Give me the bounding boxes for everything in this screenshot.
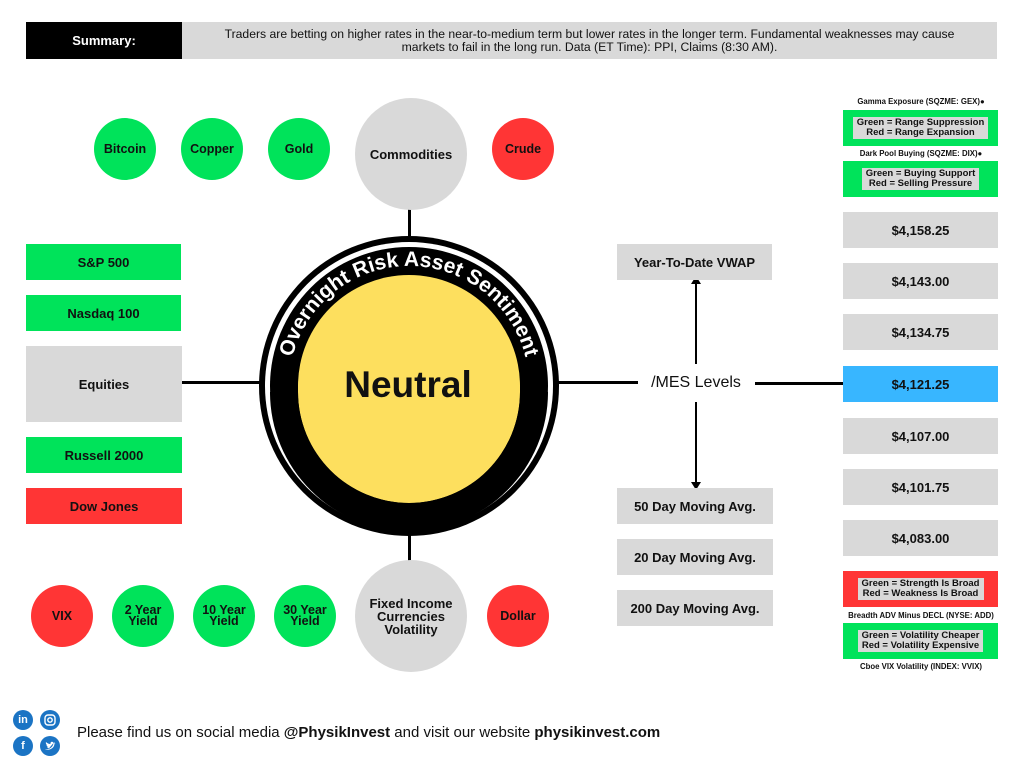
fi-10yr-yield: 10 Year Yield [193,585,255,647]
commodity-bitcoin: Bitcoin [94,118,156,180]
connector-top [408,208,411,236]
add-legend: Green = Strength Is Broad Red = Weakness… [843,571,998,607]
level-5: $4,107.00 [843,418,998,454]
instagram-icon[interactable] [40,710,60,730]
add-line-1: Green = Strength Is Broad [861,578,980,589]
ma-200-day: 200 Day Moving Avg. [617,590,773,626]
add-line-2: Red = Weakness Is Broad [862,588,979,599]
level-7: $4,083.00 [843,520,998,556]
hub-line-2: Currencies [377,608,445,624]
gex-title: Gamma Exposure (SQZME: GEX)● [857,97,985,106]
hub-line-1: Fixed Income [369,595,453,611]
vvix-line-1: Green = Volatility Cheaper [861,630,980,641]
vvix-line-2: Red = Volatility Expensive [861,640,980,651]
level-3: $4,134.75 [843,314,998,350]
commodity-gold: Gold [268,118,330,180]
connector-left [182,381,262,384]
vvix-legend: Green = Volatility Cheaper Red = Volatil… [843,623,998,659]
level-1: $4,158.25 [843,212,998,248]
website-link[interactable]: physikinvest.com [534,724,661,741]
sentiment-dial: Overnight Risk Asset Sentiment [259,236,559,536]
commodity-copper: Copper [181,118,243,180]
fi-30yr-yield: 30 Year Yield [274,585,336,647]
fi-vix: VIX [31,585,93,647]
hub-line-3: Volatility [384,621,438,637]
commodity-crude: Crude [492,118,554,180]
emoji-icon: ● [977,149,983,158]
connector-levels [755,382,843,385]
mes-levels-label: /MES Levels [638,372,754,394]
ma-20-day: 20 Day Moving Avg. [617,539,773,575]
dix-line-1: Green = Buying Support [865,168,976,179]
fixed-income-hub: Fixed Income Currencies Volatility [355,560,467,672]
gex-line-2: Red = Range Expansion [866,127,975,138]
equity-russell2000: Russell 2000 [26,437,182,473]
gex-legend: Green = Range Suppression Red = Range Ex… [843,110,998,146]
summary-text: Traders are betting on higher rates in t… [182,22,997,59]
equity-sp500: S&P 500 [26,244,181,280]
summary-label: Summary: [26,22,182,59]
ma-50-day: 50 Day Moving Avg. [617,488,773,524]
level-4: $4,121.25 [843,366,998,402]
twitter-icon[interactable] [40,736,60,756]
connector-right [556,381,638,384]
level-6: $4,101.75 [843,469,998,505]
ytd-vwap: Year-To-Date VWAP [617,244,772,280]
social-handle-link[interactable]: @PhysikInvest [283,724,391,741]
emoji-icon: ● [979,97,985,106]
fi-2yr-yield: 2 Year Yield [112,585,174,647]
connector-bottom [408,531,411,561]
dix-title: Dark Pool Buying (SQZME: DIX)● [859,149,983,158]
level-2: $4,143.00 [843,263,998,299]
linkedin-icon[interactable]: in [13,710,33,730]
vvix-title: Cboe VIX Volatility (INDEX: VVIX) [859,662,983,671]
mes-arrows [691,276,701,490]
gex-line-1: Green = Range Suppression [856,117,985,128]
equity-nasdaq100: Nasdaq 100 [26,295,181,331]
add-title: Breadth ADV Minus DECL (NYSE: ADD) [848,611,994,620]
dix-legend: Green = Buying Support Red = Selling Pre… [843,161,998,197]
footer-text: Please find us on social media @PhysikIn… [77,724,661,741]
dix-line-2: Red = Selling Pressure [868,178,973,189]
facebook-icon[interactable]: f [13,736,33,756]
sentiment-value: Neutral [344,364,472,405]
commodities-hub: Commodities [355,98,467,210]
equities-hub: Equities [26,346,182,422]
fi-dollar: Dollar [487,585,549,647]
equity-dowjones: Dow Jones [26,488,182,524]
